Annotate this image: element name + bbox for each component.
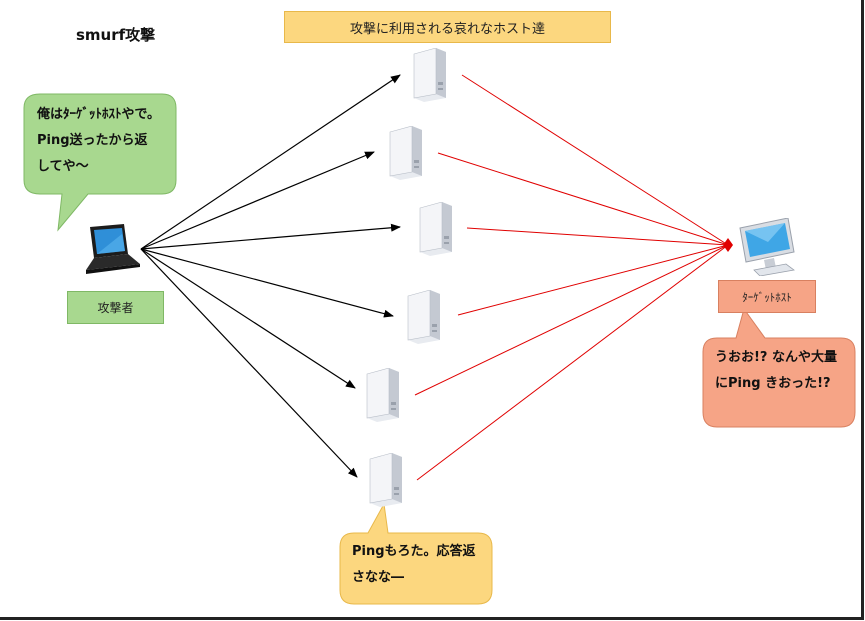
attack-arrows [140,74,401,478]
attack-arrow-2 [140,151,375,250]
attack-arrow-5 [140,248,356,389]
reflection-line-4 [457,244,729,316]
laptop-icon [86,224,140,274]
attacker-speech-line: してや～ [37,159,89,174]
target-speech-line: にPing きおった!? [715,376,831,391]
attacker-speech-bubble [23,93,177,232]
server-icon [419,202,452,256]
host-speech-line: さなな― [352,570,405,585]
impact-marker [723,238,733,252]
target-label: ﾀｰｹﾞｯﾄﾎｽﾄ [718,280,816,313]
server-icon [369,453,402,507]
reflection-line-3 [466,227,729,246]
reflection-line-6 [416,244,729,481]
reflection-line-2 [437,152,729,246]
server-icon [389,126,422,180]
target-speech-line: うおお!? なんや大量 [715,350,837,365]
server-icon [413,48,446,102]
target-speech-bubble [702,307,856,428]
attacker-speech-line: 俺はﾀｰｹﾞｯﾄﾎｽﾄやで。 [37,107,160,122]
hosts-banner: 攻撃に利用される哀れなホスト達 [284,11,611,43]
server-icon [366,368,399,422]
attacker-speech-line: Ping送ったから返 [37,133,148,148]
diagram-title: smurf攻撃 [76,26,156,44]
reflection-line-5 [414,244,729,396]
attack-arrow-1 [140,74,401,250]
host-speech-line: Pingもろた。応答返 [352,544,476,559]
reflection-line-1 [461,74,729,246]
server-icon [407,290,440,344]
target-speech: うおお!? なんや大量 にPing きおった!? [715,345,837,397]
attack-arrow-6 [140,248,358,478]
host-speech: Pingもろた。応答返 さなな― [352,539,476,591]
attacker-speech: 俺はﾀｰｹﾞｯﾄﾎｽﾄやで。 Ping送ったから返 してや～ [37,102,160,180]
attacker-label: 攻撃者 [67,291,164,324]
host-speech-bubble [339,502,493,605]
attack-arrow-3 [140,223,401,250]
attack-arrow-4 [140,248,394,318]
reflection-lines [414,74,729,481]
monitor-icon [739,218,795,276]
